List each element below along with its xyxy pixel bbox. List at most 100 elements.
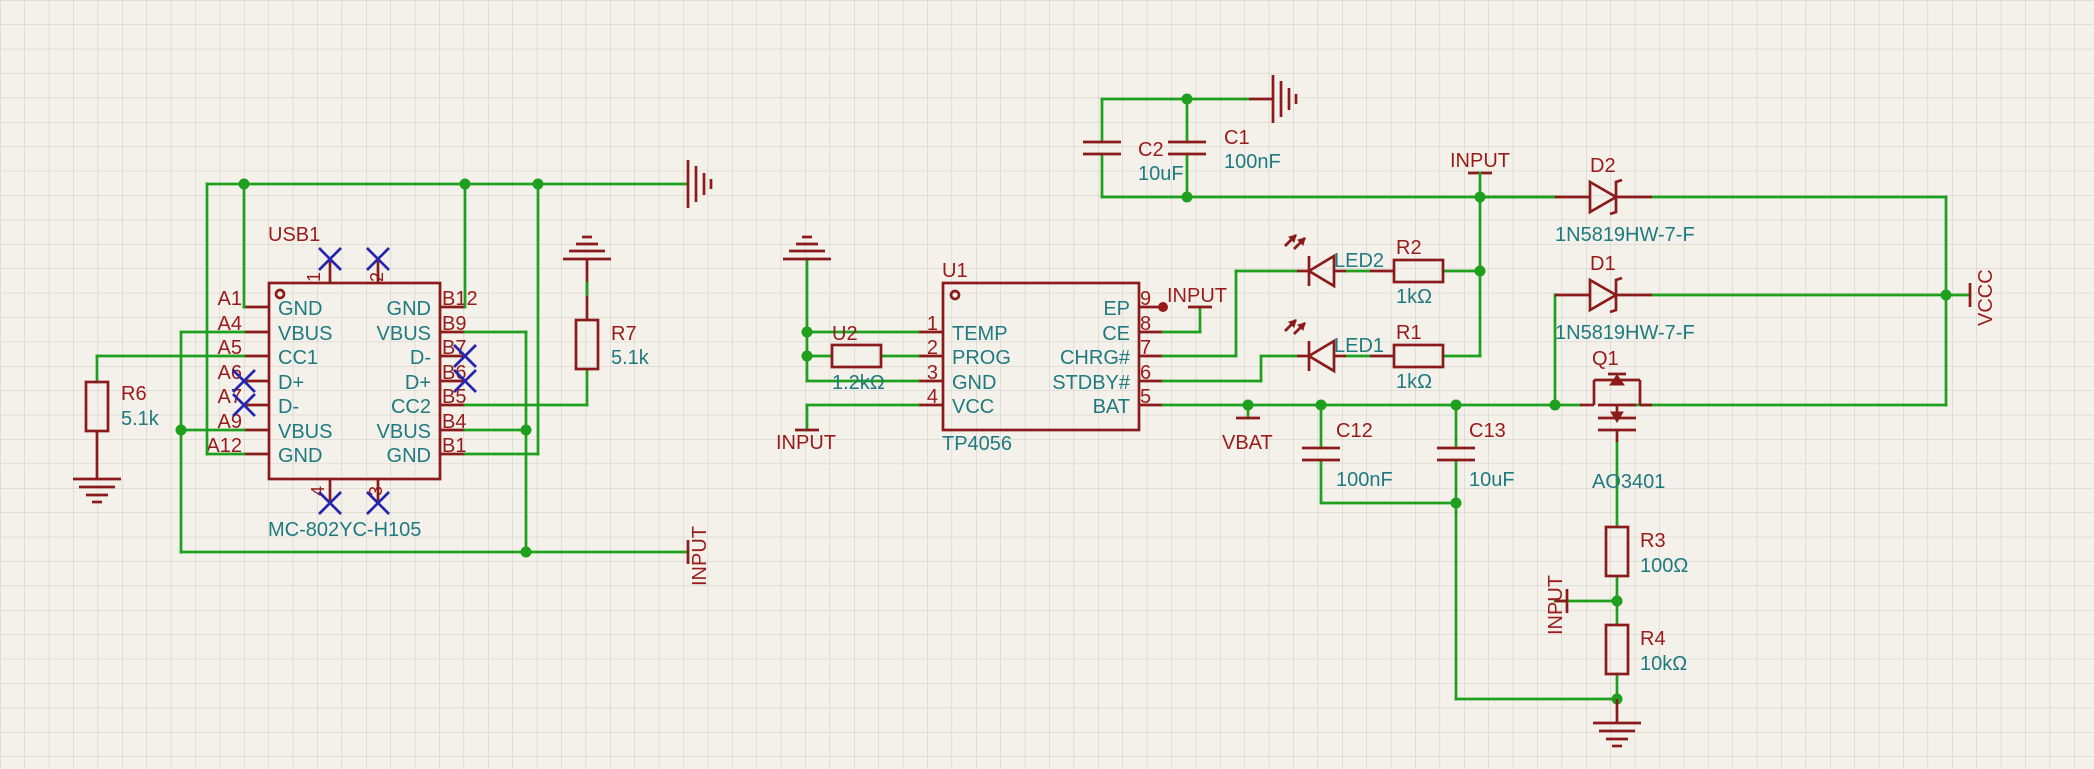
u1-label-vcc: VCC [952, 396, 994, 418]
u1-label-gnd: GND [952, 372, 996, 394]
led-wires [1161, 269, 1482, 383]
r3-value: 100Ω [1640, 555, 1688, 577]
usb1-label-dminus-a: D- [278, 396, 299, 418]
usb1-label-vbus-b2: VBUS [377, 421, 431, 443]
led1-ref: LED1 [1334, 335, 1384, 357]
u1-label-chrg: CHRG# [1060, 347, 1131, 369]
usb1-pin-b9: B9 [442, 313, 466, 335]
usb-area-wires [95, 182, 690, 554]
d2-part: 1N5819HW-7-F [1555, 224, 1695, 246]
r7-ref: R7 [611, 323, 637, 345]
u2-value: 1.2kΩ [832, 372, 885, 394]
cap-top-junctions [1181, 93, 1486, 203]
led2-ref: LED2 [1334, 250, 1384, 272]
net-port-input-u1-vcc[interactable]: INPUT [776, 428, 836, 454]
r1-value: 1kΩ [1396, 371, 1432, 393]
gnd-symbol-caps [1249, 75, 1298, 123]
net-label-vccc: VCCC [1975, 269, 1997, 326]
usb1-pin-b5: B5 [442, 386, 466, 408]
resistor-r3[interactable]: R3 100Ω [1604, 525, 1688, 578]
usb1-pin-b6: B6 [442, 362, 466, 384]
usb1-pin1-marker [274, 288, 286, 300]
capacitor-c2[interactable]: C2 10uF [1083, 139, 1184, 185]
usb1-label-gnd-a2: GND [278, 445, 322, 467]
capacitor-c12[interactable]: C12 100nF [1302, 420, 1393, 491]
u1-pin1-marker [949, 289, 961, 301]
usb1-shield-pin-2: 2 [367, 272, 387, 282]
led-led1[interactable]: LED1 [1284, 319, 1384, 374]
capacitor-c13[interactable]: C13 10uF [1437, 420, 1515, 491]
net-port-input-top[interactable]: INPUT [1450, 150, 1510, 358]
diode-wires [1478, 195, 1948, 407]
r2-ref: R2 [1396, 237, 1422, 259]
resistor-r7[interactable]: R7 5.1k [563, 235, 650, 371]
resistor-r2[interactable]: R2 1kΩ [1370, 237, 1445, 308]
net-port-input-r3r4[interactable]: INPUT [1545, 575, 1569, 635]
usb1-shield-pin-3: 3 [366, 486, 386, 496]
usb1-pin-a6: A6 [218, 362, 242, 384]
net-label-input-usb: INPUT [689, 526, 711, 586]
u1-pin-lines [918, 305, 1163, 407]
resistor-r4[interactable]: R4 10kΩ [1604, 623, 1687, 676]
resistor-r6[interactable]: R6 5.1k [73, 380, 160, 504]
usb1-shield-pin-1: 1 [304, 272, 324, 282]
usb1-connector[interactable]: A1 A4 A5 A6 A7 A9 A12 GND VBUS CC1 D+ D-… [206, 224, 477, 541]
usb1-label-vbus-a: VBUS [278, 323, 332, 345]
net-port-input-usb[interactable]: INPUT [686, 526, 711, 586]
r2-value: 1kΩ [1396, 286, 1432, 308]
usb1-label-gnd-a: GND [278, 298, 322, 320]
c13-value: 10uF [1469, 469, 1515, 491]
c2-value: 10uF [1138, 163, 1184, 185]
usb1-pin-a9: A9 [218, 411, 242, 433]
capacitor-c1[interactable]: C1 100nF [1168, 127, 1281, 173]
usb1-pin-b12: B12 [442, 288, 478, 310]
q1-ref: Q1 [1592, 348, 1619, 370]
net-port-vccc[interactable]: VCCC [1944, 269, 1997, 326]
u1-pin-4: 4 [927, 386, 938, 408]
usb1-shield-pin-4: 4 [308, 486, 328, 496]
resistor-r1[interactable]: R1 1kΩ [1370, 322, 1445, 393]
u1-pin-7: 7 [1140, 337, 1151, 359]
r6-value: 5.1k [121, 408, 160, 430]
mosfet-q1[interactable]: Q1 AO3401 [1580, 348, 1665, 493]
bat-net-junctions [1242, 399, 1623, 705]
r4-ref: R4 [1640, 628, 1666, 650]
u1-pin-3: 3 [927, 362, 938, 384]
usb1-label-cc2: CC2 [391, 396, 431, 418]
usb1-pin-a4: A4 [218, 313, 242, 335]
net-label-vbat: VBAT [1222, 432, 1273, 454]
usb1-label-dplus-a: D+ [278, 372, 304, 394]
ic-u1-tp4056[interactable]: 1 2 3 4 TEMP PROG GND VCC EP CE CHRG# ST… [918, 260, 1168, 455]
diode-d1[interactable]: D1 1N5819HW-7-F [1555, 253, 1695, 344]
usb1-pin-a1: A1 [218, 288, 242, 310]
u1-label-prog: PROG [952, 347, 1011, 369]
net-label-input-u1-vcc: INPUT [776, 432, 836, 454]
u1-pin-9: 9 [1140, 288, 1151, 310]
no-connect-marks [232, 247, 477, 515]
net-port-input-ce[interactable]: INPUT [1161, 285, 1227, 334]
usb1-label-dplus-b: D+ [405, 372, 431, 394]
u1-pin-1: 1 [927, 313, 938, 335]
diode-d2[interactable]: D2 1N5819HW-7-F [1555, 155, 1695, 246]
u1-label-stdby: STDBY# [1052, 372, 1131, 394]
u1-left-junctions [801, 326, 813, 362]
usb1-label-dminus-b: D- [410, 347, 431, 369]
usb1-pin-a12: A12 [206, 435, 242, 457]
r7-value: 5.1k [611, 347, 650, 369]
usb1-label-vbus-a2: VBUS [278, 421, 332, 443]
net-label-input-ce: INPUT [1167, 285, 1227, 307]
c1-ref: C1 [1224, 127, 1250, 149]
u1-pin-5: 5 [1140, 386, 1151, 408]
usb1-right-pin-lines [440, 305, 465, 456]
usb1-pin-a7: A7 [218, 386, 242, 408]
u1-ep-marker [1158, 302, 1168, 312]
u2-ref: U2 [832, 323, 858, 345]
net-port-vbat[interactable]: VBAT [1222, 416, 1273, 454]
gnd-symbol-usb [686, 160, 713, 208]
usb1-pin-b7: B7 [442, 337, 466, 359]
u1-pin-2: 2 [927, 337, 938, 359]
led-led2[interactable]: LED2 [1284, 234, 1384, 289]
resistor-u2[interactable]: U2 1.2kΩ [830, 323, 885, 394]
